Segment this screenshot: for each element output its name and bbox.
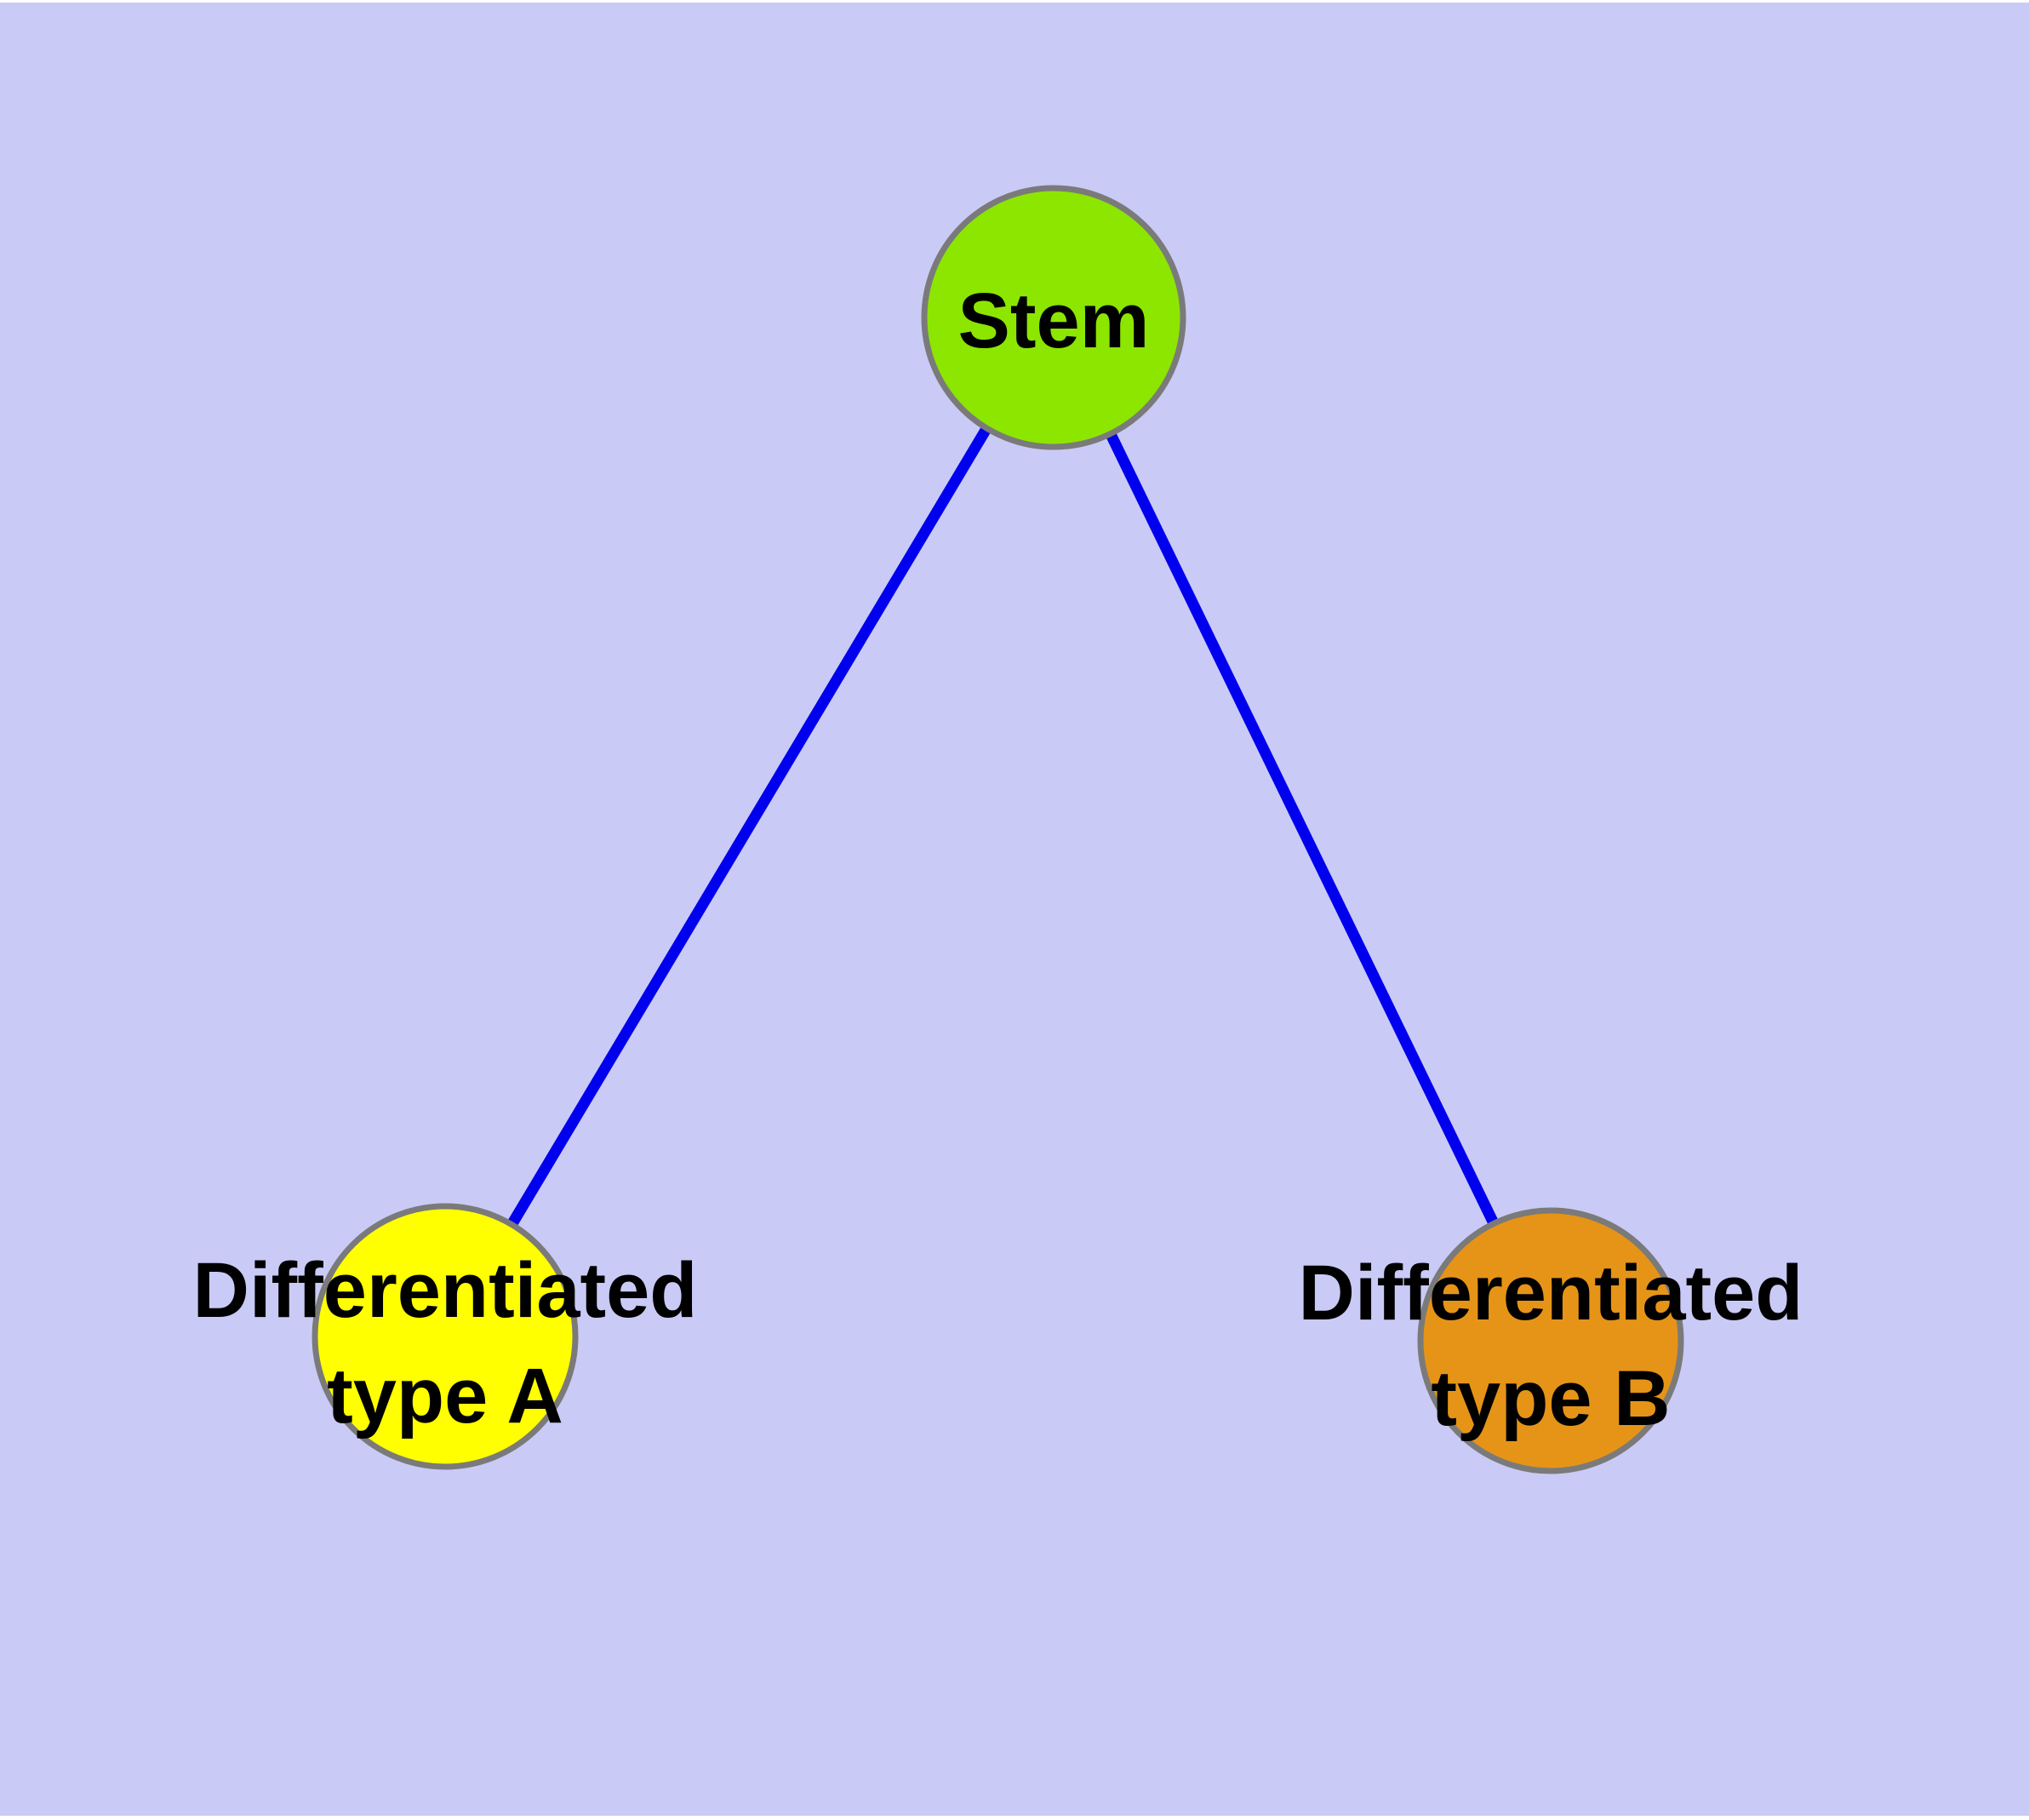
node-differentiated-type-a xyxy=(311,1203,579,1470)
stem-node-circle xyxy=(921,185,1186,450)
edge-stem-to-type-a xyxy=(506,424,992,1228)
node-differentiated-type-b xyxy=(1417,1207,1684,1474)
edge-stem-to-type-b xyxy=(1105,430,1499,1226)
node-stem xyxy=(921,185,1186,450)
type-a-node-circle xyxy=(311,1203,579,1470)
type-b-node-circle xyxy=(1417,1207,1684,1474)
